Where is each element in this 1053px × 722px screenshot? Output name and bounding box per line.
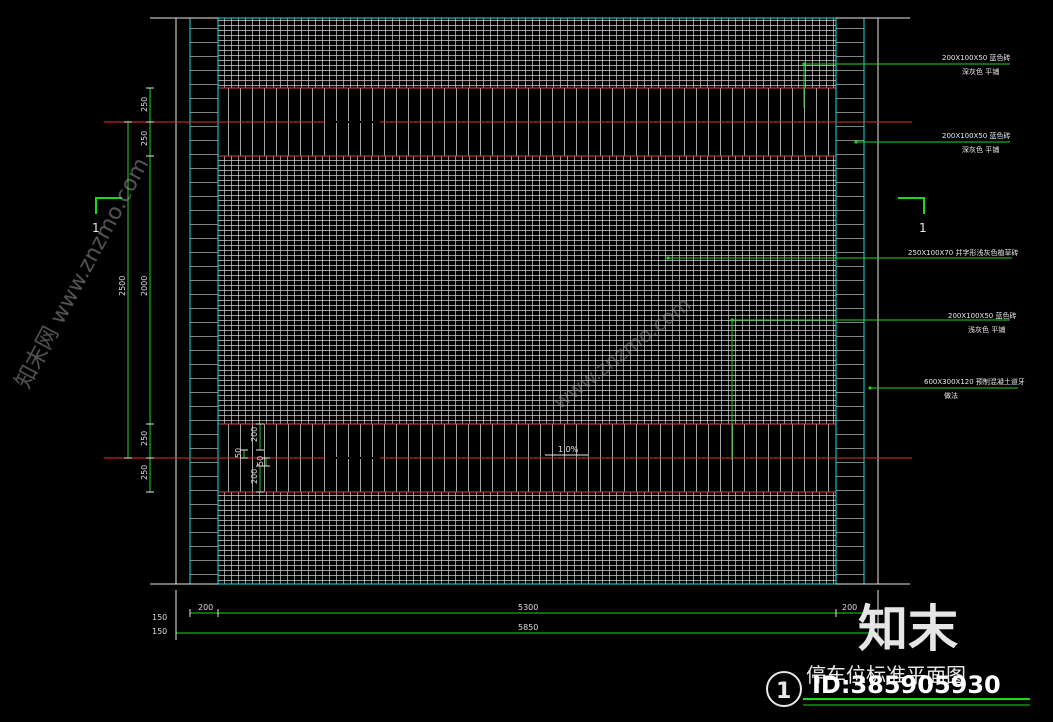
- brand-logo: 知末: [858, 600, 958, 658]
- svg-text:知末: 知末: [858, 600, 958, 658]
- svg-text:1: 1: [919, 221, 927, 235]
- svg-text:1.0%: 1.0%: [558, 445, 579, 454]
- dimension-vertical: 2500: [118, 121, 132, 459]
- dimension-vertical: 200: [250, 423, 264, 451]
- drawing-id: ID:385905930: [812, 671, 1001, 699]
- dimension-label: 5300: [518, 603, 538, 612]
- dimension-label: 50: [234, 448, 243, 458]
- dimension-label: 50: [256, 456, 265, 466]
- dimension-vertical: 250: [140, 121, 154, 157]
- callout-line2: 深灰色 平铺: [962, 145, 999, 154]
- dimension-label: 150: [152, 613, 167, 622]
- dimension-label: 200: [250, 469, 259, 484]
- callout-line1: 200X100X50 蓝色砖: [942, 53, 1010, 62]
- callout-line1: 600X300X120 预制混凝土道牙: [924, 377, 1025, 386]
- watermark-site-left: 知末网 www.znzmo.com: [11, 154, 154, 393]
- drawing-title: 停车位标准平面图: [806, 663, 966, 687]
- dimension-label: 150: [152, 627, 167, 636]
- section-mark-left: 1: [92, 197, 122, 235]
- border-bands: [150, 17, 910, 585]
- drawing-number: 1: [776, 679, 791, 704]
- dimension-vertical: 50: [256, 456, 270, 467]
- material-callout: 250X100X70 井字形浅灰色植草砖: [666, 248, 1018, 260]
- section-mark-right: 1: [898, 197, 927, 235]
- dimension-lines: 200 5300 200 5850 150 150 250 250 2500 250 250 2000…: [118, 87, 879, 640]
- slope-annotation: 1.0%: [545, 445, 588, 456]
- dimension-vertical: 250: [140, 87, 154, 123]
- dimension-horizontal: 200: [189, 603, 219, 617]
- dimension-label: 5850: [518, 623, 538, 632]
- dimension-label: 250: [140, 431, 149, 446]
- dimension-label: 200: [250, 427, 259, 442]
- brick-strip-lower: [218, 423, 836, 493]
- callout-line2: 深灰色 平铺: [962, 67, 999, 76]
- dimension-label: 250: [140, 465, 149, 480]
- dimension-vertical: 2000: [140, 155, 154, 425]
- dimension-label: 200: [198, 603, 213, 612]
- dimension-label: 250: [140, 131, 149, 146]
- dimension-vertical: 250: [140, 457, 154, 493]
- dimension-label: 2500: [118, 276, 127, 296]
- dimension-horizontal: 200: [835, 603, 865, 617]
- dimension-label: 2000: [140, 276, 149, 296]
- dimension-horizontal: 5850: [175, 623, 879, 637]
- dimension-vertical: 50: [234, 448, 248, 459]
- title-block: 1 停车位标准平面图 ID:385905930: [766, 663, 1030, 707]
- brick-strip-upper: [218, 87, 836, 157]
- dimension-vertical: 200: [250, 465, 264, 493]
- svg-text:1: 1: [92, 221, 100, 235]
- callout-line1: 200X100X50 蓝色砖: [942, 131, 1010, 140]
- callout-line2: 浅灰色 平铺: [968, 325, 1005, 334]
- callout-line2: 做法: [944, 391, 958, 400]
- dimension-label: 250: [140, 97, 149, 112]
- dimension-horizontal: 5300: [217, 603, 837, 617]
- callout-line1: 250X100X70 井字形浅灰色植草砖: [908, 248, 1018, 257]
- center-axis-lines: [104, 121, 912, 459]
- dimension-vertical: 250: [140, 423, 154, 459]
- dimension-label: 200: [842, 603, 857, 612]
- callout-line1: 200X100X50 蓝色砖: [948, 311, 1016, 320]
